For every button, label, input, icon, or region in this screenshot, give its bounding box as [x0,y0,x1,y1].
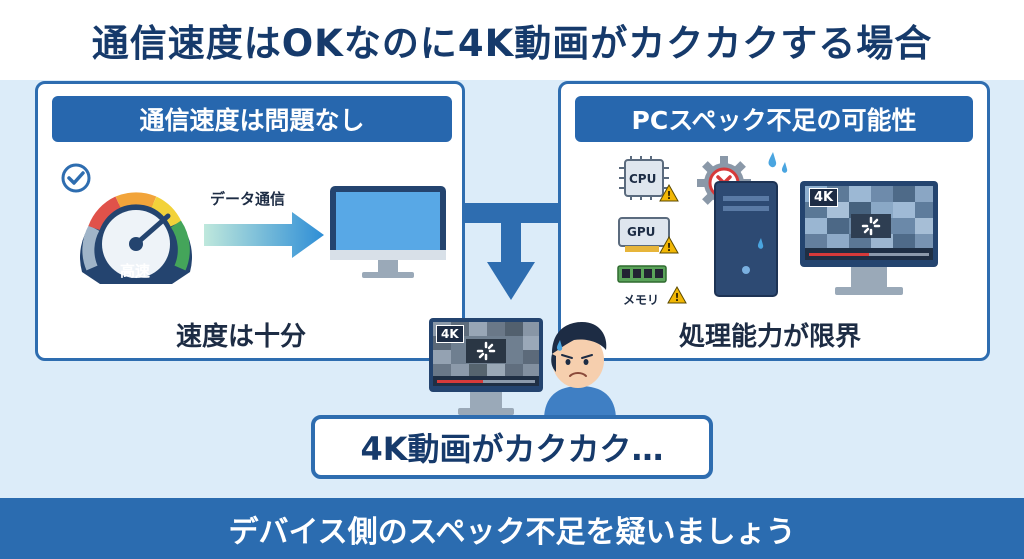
memory-warning-icon: ! [667,285,687,304]
pc-spec-header: PCスペック不足の可能性 [575,96,973,142]
sweat-drop-icon [768,152,788,173]
right-4k-badge: 4K [809,188,839,207]
right-caption: 処理能力が限界 [679,322,862,352]
memory-label: メモリ [623,293,660,307]
worried-person-icon [544,322,616,420]
gpu-card-icon [618,217,670,252]
svg-text:!: ! [674,291,679,304]
stuttering-message: 4K動画がカクカク… [311,415,713,479]
monitor-icon [330,186,446,278]
pc-spec-panel: PCスペック不足の可能性 CPU ! GPU ! [558,81,990,361]
svg-text:!: ! [666,241,671,254]
speed-label: 高速 [120,262,151,280]
network-speed-panel: 通信速度は問題なし 高速 データ通信 [35,81,465,361]
title-bar: 通信速度はOKなのに4K動画がカクカクする場合 [0,0,1024,80]
speedometer-icon [80,192,192,284]
network-speed-header: 通信速度は問題なし [52,96,452,142]
pc-tower-icon [714,181,778,297]
right-arrow-icon [204,212,324,258]
gpu-warning-icon: ! [659,235,679,254]
cpu-chip-icon [619,156,669,200]
svg-text:!: ! [666,189,671,202]
center-4k-badge: 4K [436,325,464,343]
memory-stick-icon [617,265,667,283]
data-transfer-label: データ通信 [210,190,286,208]
down-arrow-icon [487,262,535,300]
left-caption: 速度は十分 [176,322,307,352]
gpu-label: GPU [627,225,656,239]
checkmark-icon [61,163,91,193]
page-title: 通信速度はOKなのに4K動画がカクカクする場合 [91,22,933,65]
footer-banner: デバイス側のスペック不足を疑いましょう [0,498,1024,559]
cpu-warning-icon: ! [659,183,679,202]
cpu-label: CPU [629,172,657,186]
